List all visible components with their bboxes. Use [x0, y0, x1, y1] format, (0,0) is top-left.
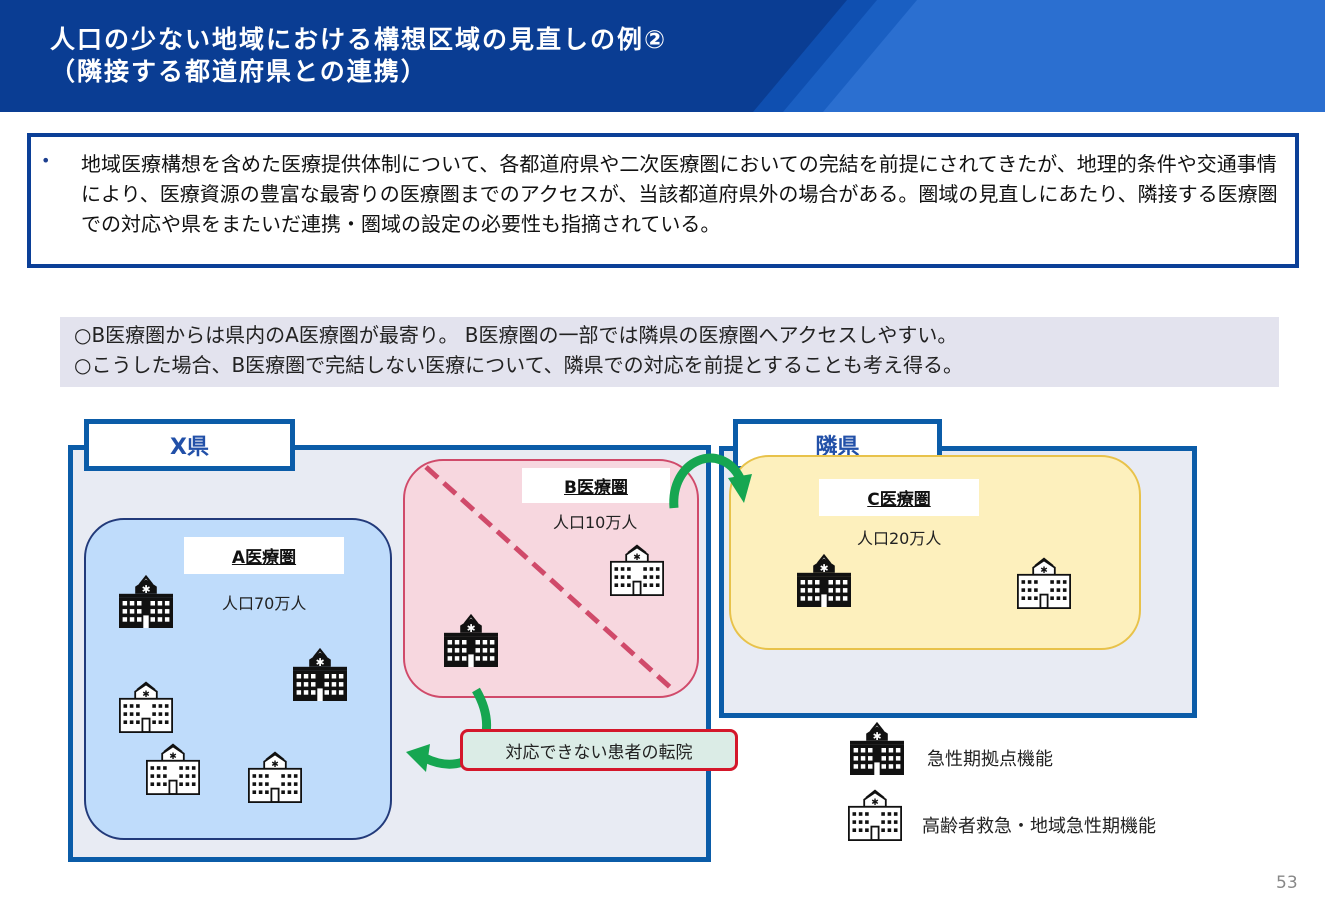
acute-hospital-icon — [791, 553, 857, 607]
area-c-population: 人口20万人 — [857, 529, 942, 548]
note-line-1: ○B医療圏からは県内のA医療圏が最寄り。 B医療圏の一部では隣県の医療圏へアクセ… — [74, 323, 958, 347]
area-a-label: A医療圏 — [184, 537, 344, 574]
arrow-to-neighbor-icon — [669, 453, 752, 509]
b-area-divider-dashed-line — [424, 465, 673, 690]
legend-acute-label: 急性期拠点機能 — [927, 749, 1053, 770]
acute-hospital-icon — [287, 647, 353, 701]
area-b-population: 人口10万人 — [553, 513, 638, 532]
area-b-label: B医療圏 — [522, 468, 670, 503]
bullet-marker: • — [41, 151, 51, 170]
acute-hospital-icon — [113, 574, 179, 628]
elderly-hospital-icon — [604, 542, 670, 596]
elderly-hospital-icon — [1011, 555, 1077, 609]
legend-elderly-label: 高齢者救急・地域急性期機能 — [922, 816, 1156, 837]
elderly-hospital-icon — [113, 679, 179, 733]
title-line-1: 人口の少ない地域における構想区域の見直しの例② — [50, 25, 668, 54]
summary-text: 地域医療構想を含めた医療提供体制について、各都道府県や二次医療圏においての完結を… — [81, 152, 1278, 236]
legend-acute-icon — [844, 721, 910, 775]
acute-hospital-icon — [438, 613, 504, 667]
note-line-2: ○こうした場合、B医療圏で完結しない医療について、隣県での対応を前提とすることも… — [74, 353, 963, 377]
transfer-callout: 対応できない患者の転院 — [460, 729, 738, 771]
page-title: 人口の少ない地域における構想区域の見直しの例② （隣接する都道府県との連携） — [50, 24, 667, 88]
x-prefecture-tab: X県 — [84, 419, 295, 471]
legend-elderly-icon — [842, 787, 908, 841]
title-line-2: （隣接する都道府県との連携） — [50, 57, 428, 86]
elderly-hospital-icon — [140, 741, 206, 795]
header-banner: 人口の少ない地域における構想区域の見直しの例② （隣接する都道府県との連携） — [0, 0, 1325, 112]
note-box: ○B医療圏からは県内のA医療圏が最寄り。 B医療圏の一部では隣県の医療圏へアクセ… — [60, 317, 1279, 387]
area-c-label: C医療圏 — [819, 479, 979, 516]
area-a-population: 人口70万人 — [222, 594, 307, 613]
page-number: 53 — [1276, 873, 1298, 893]
elderly-hospital-icon — [242, 749, 308, 803]
summary-box: • 地域医療構想を含めた医療提供体制について、各都道府県や二次医療圏においての完… — [27, 133, 1299, 268]
